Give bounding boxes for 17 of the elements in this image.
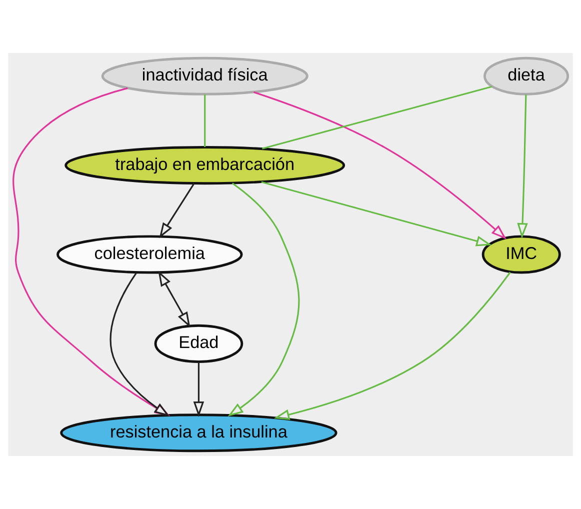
arrow	[517, 94, 528, 238]
node-ellipse: trabajo en embarcación	[64, 146, 346, 185]
connector	[262, 86, 492, 150]
arrow	[261, 181, 492, 246]
connector	[204, 94, 206, 147]
node-ellipse: dieta	[483, 56, 570, 96]
node-ellipse: IMC	[482, 235, 561, 274]
arrow	[159, 183, 195, 238]
node-ellipse: resistencia a la insulina	[60, 414, 338, 452]
node-ellipse: colesterolemia	[56, 235, 243, 274]
arrow	[158, 270, 190, 328]
arrow	[253, 91, 507, 240]
arrow	[274, 272, 511, 420]
node-ellipse: Edad	[154, 324, 244, 363]
arrow	[193, 362, 204, 417]
node-ellipse: inactividad física	[101, 56, 308, 96]
arrow	[228, 182, 300, 416]
